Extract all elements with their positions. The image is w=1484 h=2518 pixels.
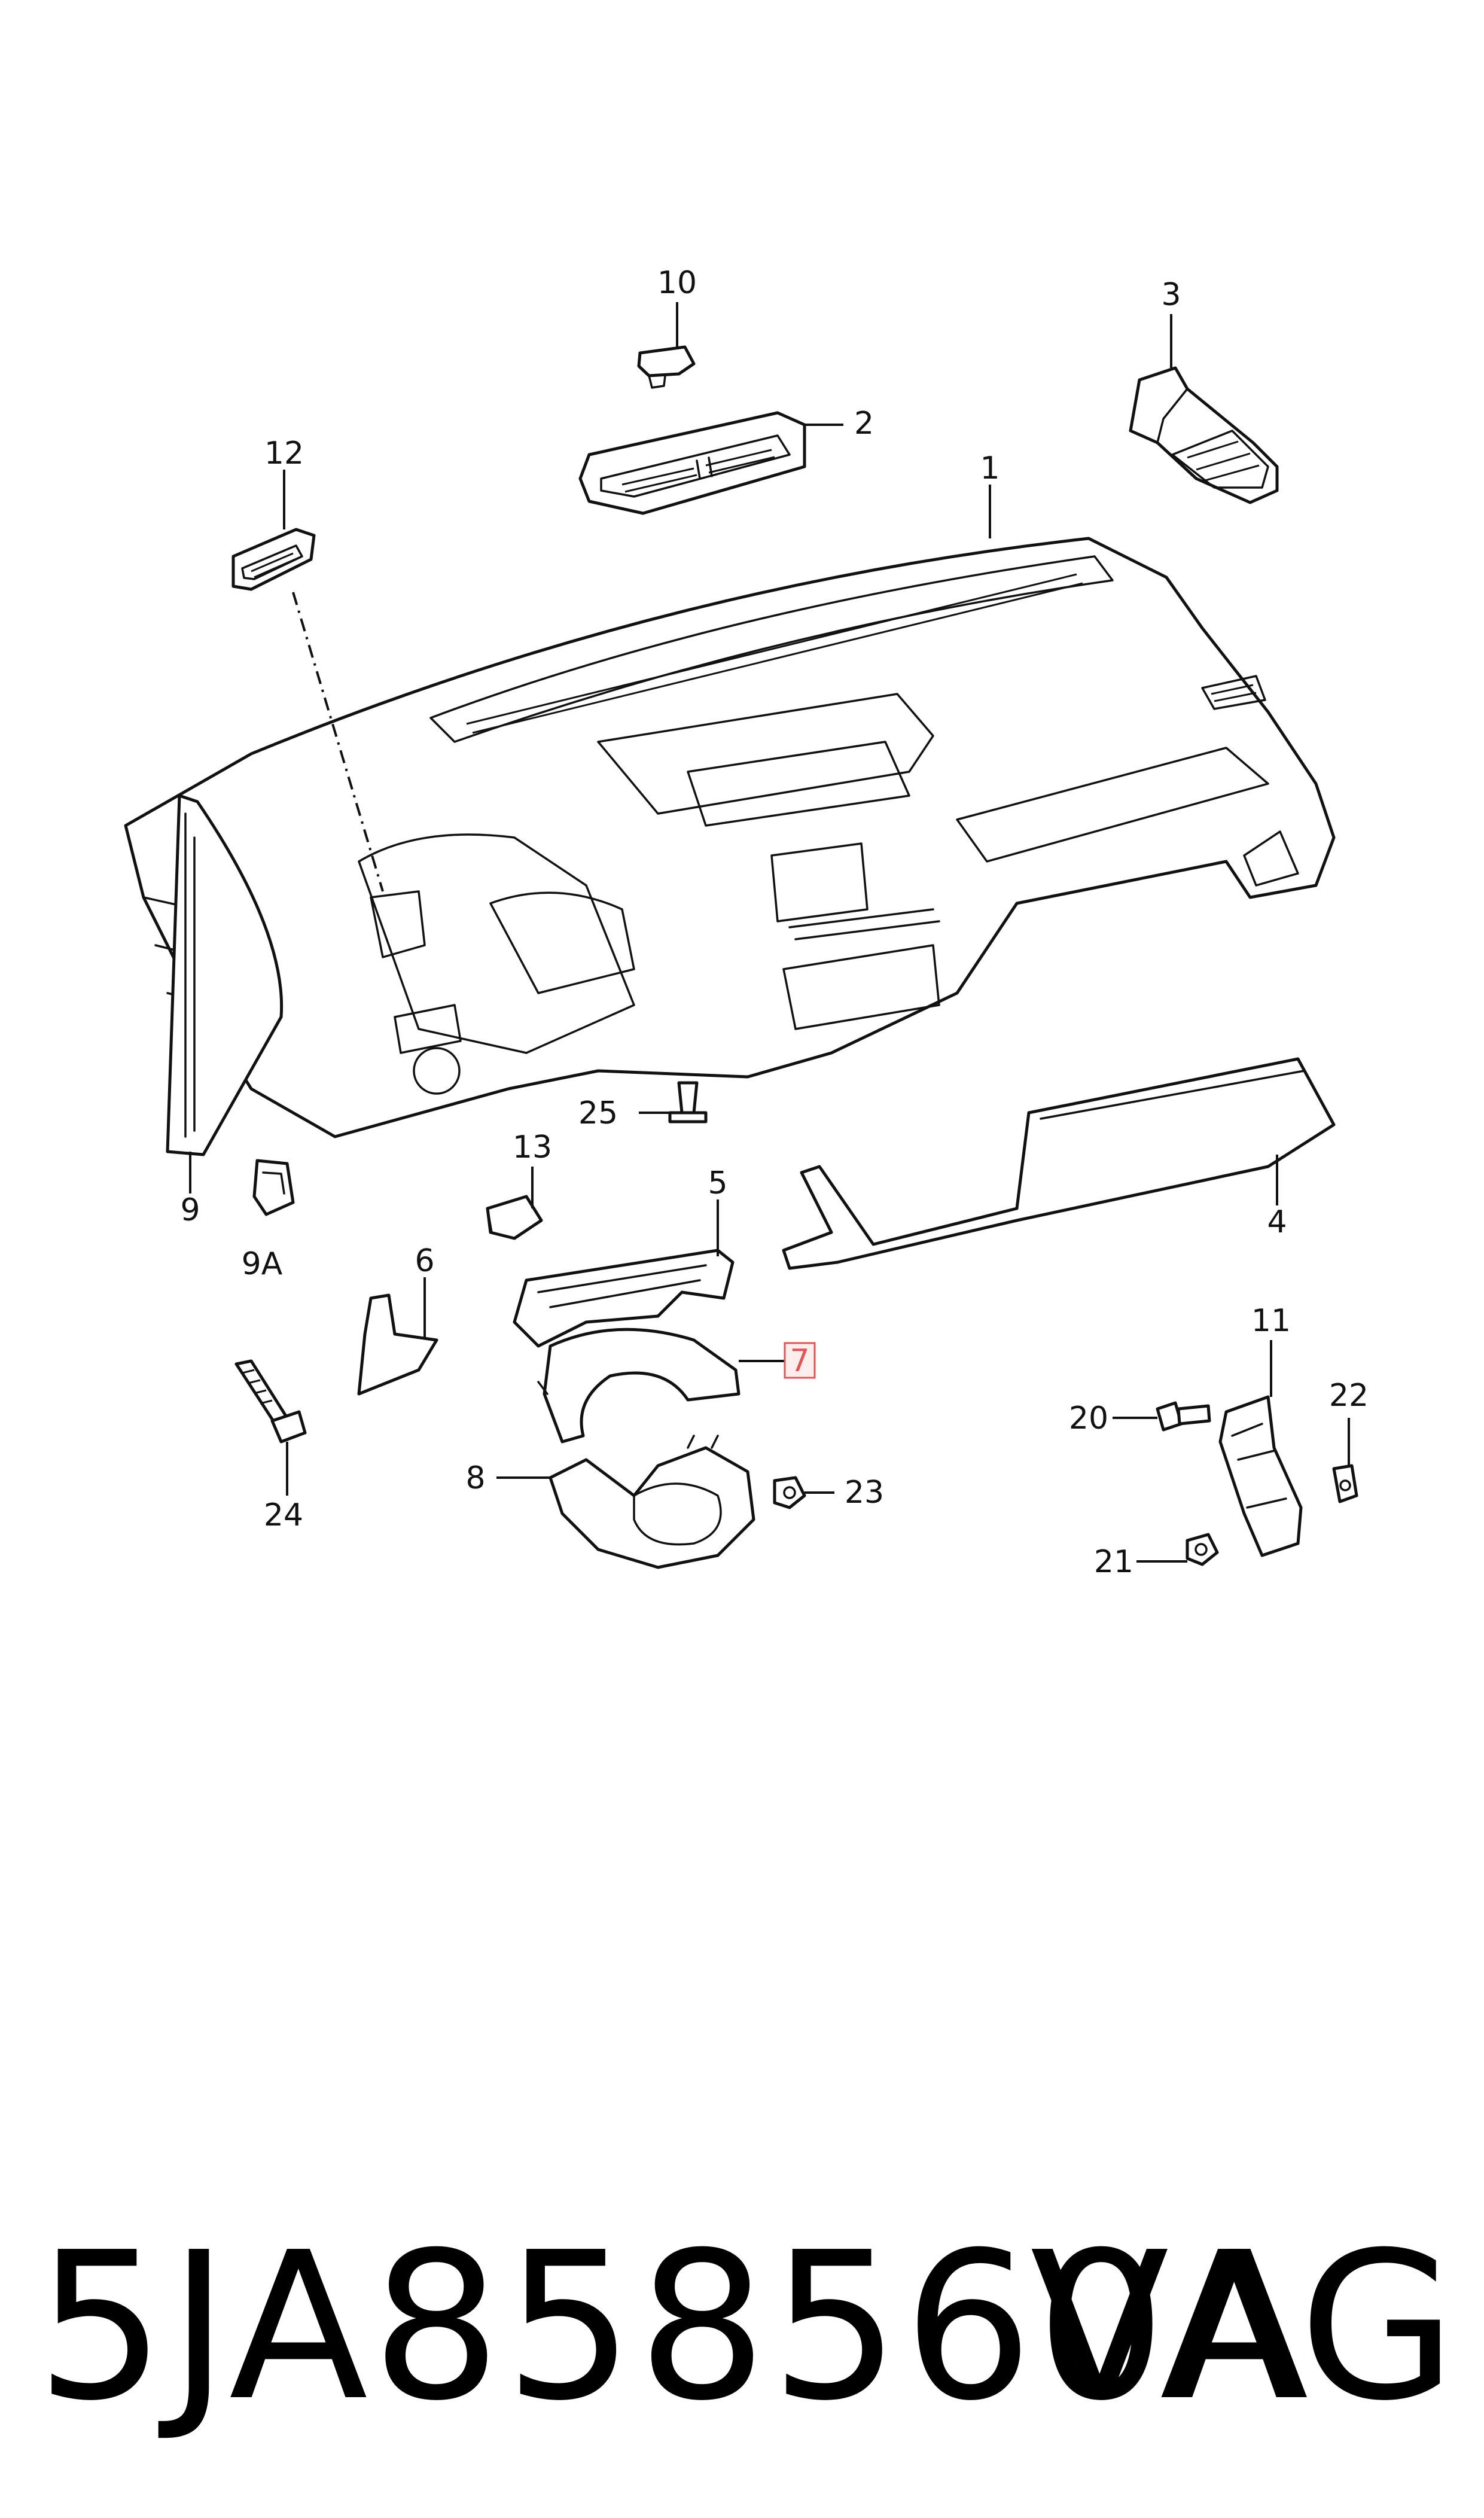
exploded-parts-diagram: 10 2 3 12 1 9 9A 25 4 13 5 6 7 8 23 24 1… xyxy=(124,265,1369,1580)
part-5-upper-column-trim xyxy=(513,1249,735,1348)
part-8-column-shroud xyxy=(548,1435,755,1569)
part-9-side-cap xyxy=(166,794,284,1156)
assembly-line-12 xyxy=(292,592,384,892)
callout-10: 10 xyxy=(657,265,697,301)
part-25-screw xyxy=(668,1081,708,1123)
callout-7-highlight-box xyxy=(784,1342,816,1379)
callout-9a: 9A xyxy=(242,1246,283,1282)
callout-24: 24 xyxy=(264,1497,303,1533)
callout-21: 21 xyxy=(1094,1544,1133,1580)
part-7-lower-column-trim xyxy=(537,1327,741,1444)
callout-25: 25 xyxy=(578,1095,618,1131)
callout-labels: 10 2 3 12 1 9 9A 25 4 13 5 6 7 8 23 24 1… xyxy=(180,265,1369,1580)
callout-6: 6 xyxy=(415,1243,434,1279)
part-9a-clip xyxy=(252,1159,295,1216)
footer: 5JA858560A VAG xyxy=(0,2213,1484,2441)
part-13-cover-cap xyxy=(486,1195,543,1240)
part-4-trim-strip xyxy=(782,1057,1336,1270)
callout-13: 13 xyxy=(513,1129,552,1165)
callout-20: 20 xyxy=(1069,1400,1108,1436)
brand-label: VAG xyxy=(1030,2209,1460,2446)
part-6-knee-trim xyxy=(357,1293,438,1396)
part-number: 5JA858560A xyxy=(36,2209,1312,2446)
part-20-bolt xyxy=(1156,1401,1211,1432)
leader-lines xyxy=(189,302,1350,1563)
callout-4: 4 xyxy=(1267,1204,1287,1240)
callout-11: 11 xyxy=(1251,1303,1291,1339)
part-3-side-vent xyxy=(1129,366,1279,504)
part-10-clip xyxy=(637,345,696,389)
part-1-dashboard xyxy=(124,537,1336,1138)
part-24-bolt xyxy=(234,1359,307,1444)
callout-23: 23 xyxy=(845,1475,884,1511)
callout-12: 12 xyxy=(264,436,304,471)
part-22-clip-nut xyxy=(1332,1464,1358,1503)
part-11-bracket xyxy=(1218,1395,1303,1557)
callout-2: 2 xyxy=(854,406,874,442)
callout-7: 7 xyxy=(790,1343,809,1379)
callout-22: 22 xyxy=(1329,1378,1369,1414)
part-21-nut xyxy=(1186,1533,1219,1566)
callout-8: 8 xyxy=(465,1460,485,1496)
callout-9: 9 xyxy=(180,1192,200,1228)
callout-1: 1 xyxy=(980,450,1000,486)
part-2-center-vent xyxy=(578,411,806,515)
callout-5: 5 xyxy=(708,1165,727,1201)
part-23-nut xyxy=(773,1476,806,1509)
callout-3: 3 xyxy=(1161,277,1181,313)
part-12-vent-trim xyxy=(231,528,316,591)
